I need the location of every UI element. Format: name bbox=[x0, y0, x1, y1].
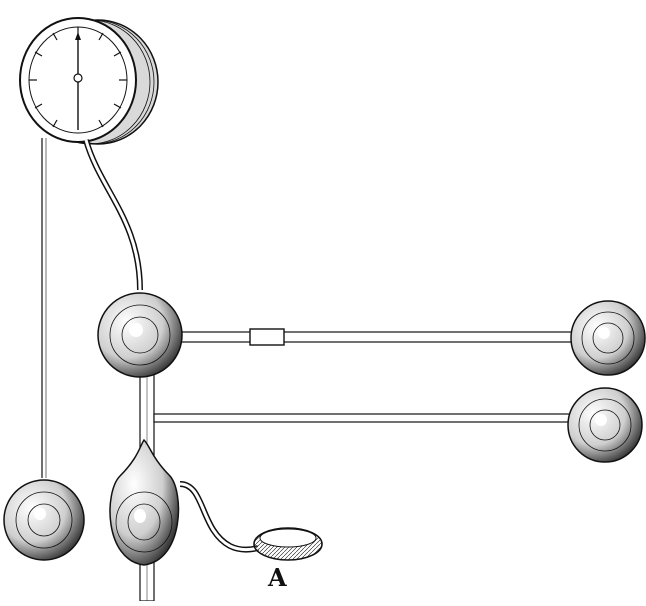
valve-cup-icon bbox=[253, 527, 323, 561]
hollow-sphere-icon bbox=[3, 479, 85, 561]
upper-horizontal-tube bbox=[175, 328, 577, 346]
lower-horizontal-tube bbox=[153, 413, 573, 423]
pressure-gauge-icon bbox=[19, 17, 159, 145]
cup-tube bbox=[179, 481, 259, 553]
figure-label: A bbox=[268, 563, 287, 592]
rubber-bulb-icon bbox=[109, 438, 180, 566]
hollow-sphere-icon bbox=[570, 300, 646, 376]
hollow-sphere-icon bbox=[97, 292, 183, 378]
hollow-sphere-icon bbox=[567, 387, 643, 463]
